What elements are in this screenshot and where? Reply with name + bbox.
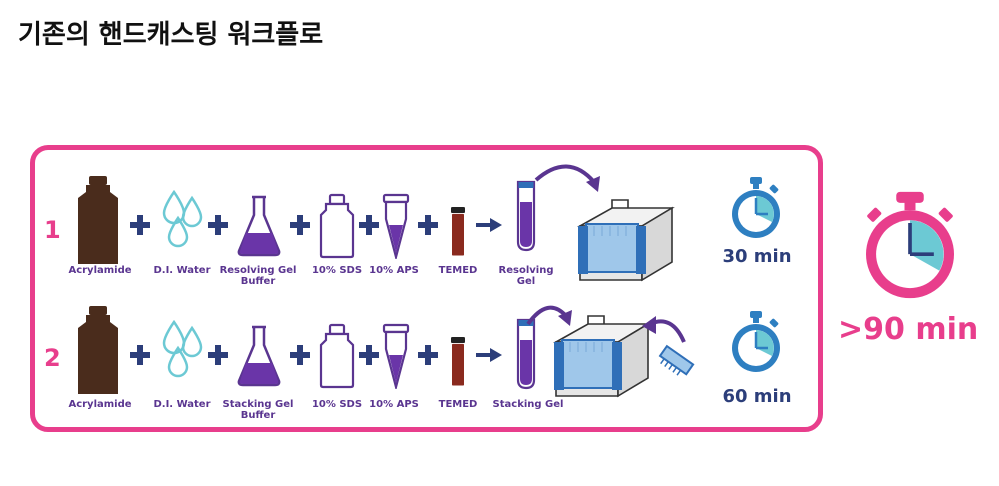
row-2-number: 2	[44, 344, 61, 372]
arrow-right-icon	[474, 345, 504, 365]
bottle-icon	[76, 306, 120, 396]
flask-icon	[236, 195, 282, 257]
page-title: 기존의 핸드캐스팅 워크플로	[18, 20, 324, 50]
label-temed: TEMED	[438, 265, 478, 276]
droplets-icon	[160, 320, 204, 378]
aps-tube-icon	[382, 323, 410, 389]
plus-icon	[128, 213, 152, 237]
label-buffer: Stacking Gel Buffer	[222, 399, 294, 421]
temed-vial-icon	[450, 207, 466, 257]
row-1-time: 30 min	[722, 246, 792, 267]
sds-bottle-icon	[318, 323, 356, 389]
label-buffer: Resolving Gel Buffer	[219, 265, 297, 287]
bottle-icon	[76, 176, 120, 266]
label-water: D.I. Water	[153, 265, 211, 276]
label-acrylamide: Acrylamide	[68, 399, 132, 410]
total-time: >90 min	[838, 312, 979, 347]
curved-arrow-icon	[642, 316, 686, 343]
workflow-box	[30, 145, 823, 432]
arrow-right-icon	[474, 215, 504, 235]
plus-icon	[288, 343, 312, 367]
label-gel: Resolving Gel	[498, 265, 554, 287]
stopwatch-icon	[726, 310, 786, 374]
plus-icon	[357, 213, 381, 237]
label-sds: 10% SDS	[311, 265, 363, 276]
label-water: D.I. Water	[153, 399, 211, 410]
flask-icon	[236, 325, 282, 387]
row-2-time: 60 min	[722, 386, 792, 407]
row-1-number: 1	[44, 216, 61, 244]
plus-icon	[206, 213, 230, 237]
curved-arrow-icon	[526, 305, 572, 326]
label-acrylamide: Acrylamide	[68, 265, 132, 276]
plus-icon	[357, 343, 381, 367]
plus-icon	[128, 343, 152, 367]
droplets-icon	[160, 190, 204, 248]
aps-tube-icon	[382, 193, 410, 259]
plus-icon	[206, 343, 230, 367]
label-aps: 10% APS	[369, 265, 419, 276]
plus-icon	[416, 343, 440, 367]
curved-arrow-icon	[534, 164, 600, 192]
casting-stand-icon	[548, 312, 652, 402]
label-temed: TEMED	[438, 399, 478, 410]
comb-icon	[656, 336, 696, 386]
casting-stand-icon	[572, 196, 676, 286]
label-sds: 10% SDS	[311, 399, 363, 410]
plus-icon	[416, 213, 440, 237]
temed-vial-icon	[450, 337, 466, 387]
sds-bottle-icon	[318, 193, 356, 259]
label-aps: 10% APS	[369, 399, 419, 410]
stopwatch-icon	[726, 176, 786, 240]
plus-icon	[288, 213, 312, 237]
label-gel: Stacking Gel	[492, 399, 564, 410]
large-stopwatch-icon	[855, 190, 965, 300]
